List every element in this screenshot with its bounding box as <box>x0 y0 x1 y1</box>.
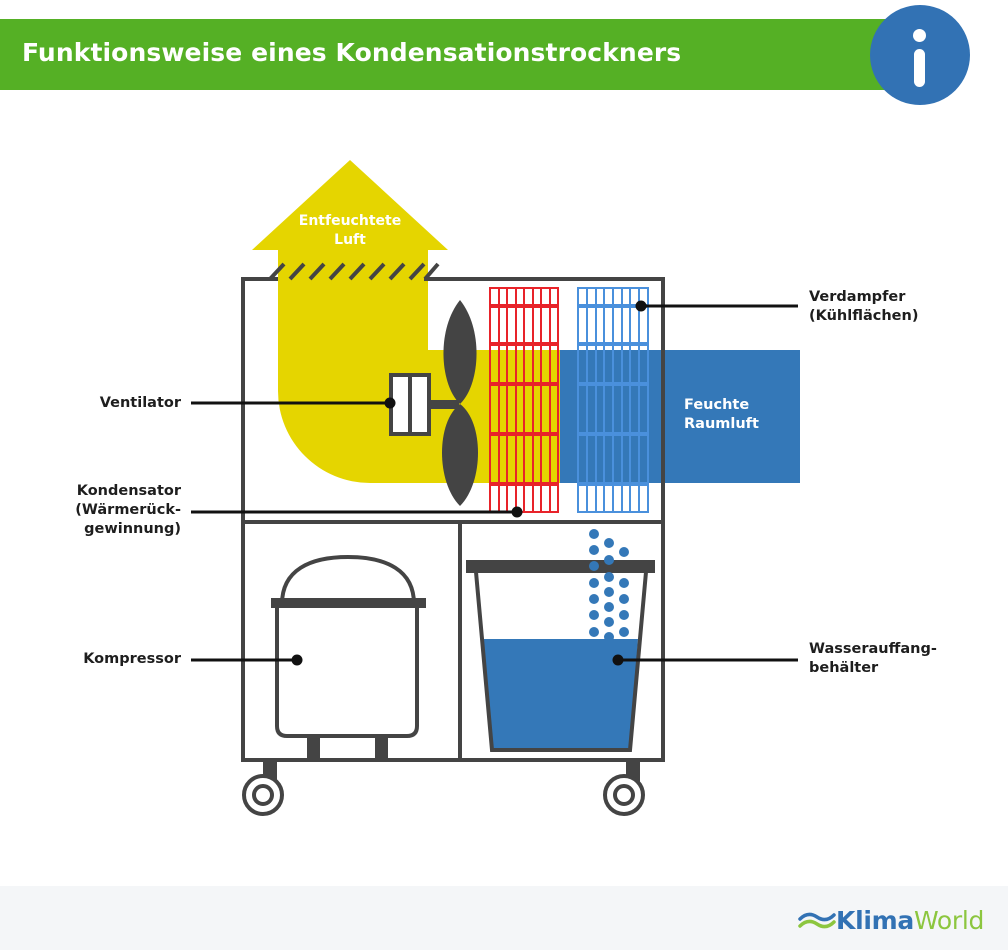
page-title: Funktionsweise eines Kondensationstrockn… <box>22 38 682 67</box>
callout-ventilator: Ventilator <box>99 395 181 411</box>
device-housing <box>241 277 665 762</box>
logo-text-klima: Klima <box>836 905 914 935</box>
fan <box>389 300 478 506</box>
wave-logo-icon <box>798 912 836 929</box>
water-droplets <box>589 529 629 642</box>
callout-kompressor: Kompressor <box>83 651 181 667</box>
outlet-vent-slats <box>268 262 440 281</box>
wheel-right <box>603 760 645 816</box>
humid-air-stream <box>560 350 800 483</box>
water-tank <box>466 560 655 752</box>
info-icon[interactable] <box>870 5 970 105</box>
wheel-left <box>242 760 284 816</box>
compressor <box>271 554 426 760</box>
callout-verdampfer: Verdampfer(Kühlflächen) <box>809 289 919 324</box>
condenser-grid <box>489 287 559 513</box>
footer <box>0 886 1008 950</box>
logo-text-world: World <box>913 905 985 935</box>
header-bar <box>0 19 905 90</box>
callout-wasserbehaelter: Wasserauffang-behälter <box>809 641 937 676</box>
callout-kondensator: Kondensator(Wärmerück-gewinnung) <box>75 483 181 537</box>
callout-lines <box>191 300 798 666</box>
